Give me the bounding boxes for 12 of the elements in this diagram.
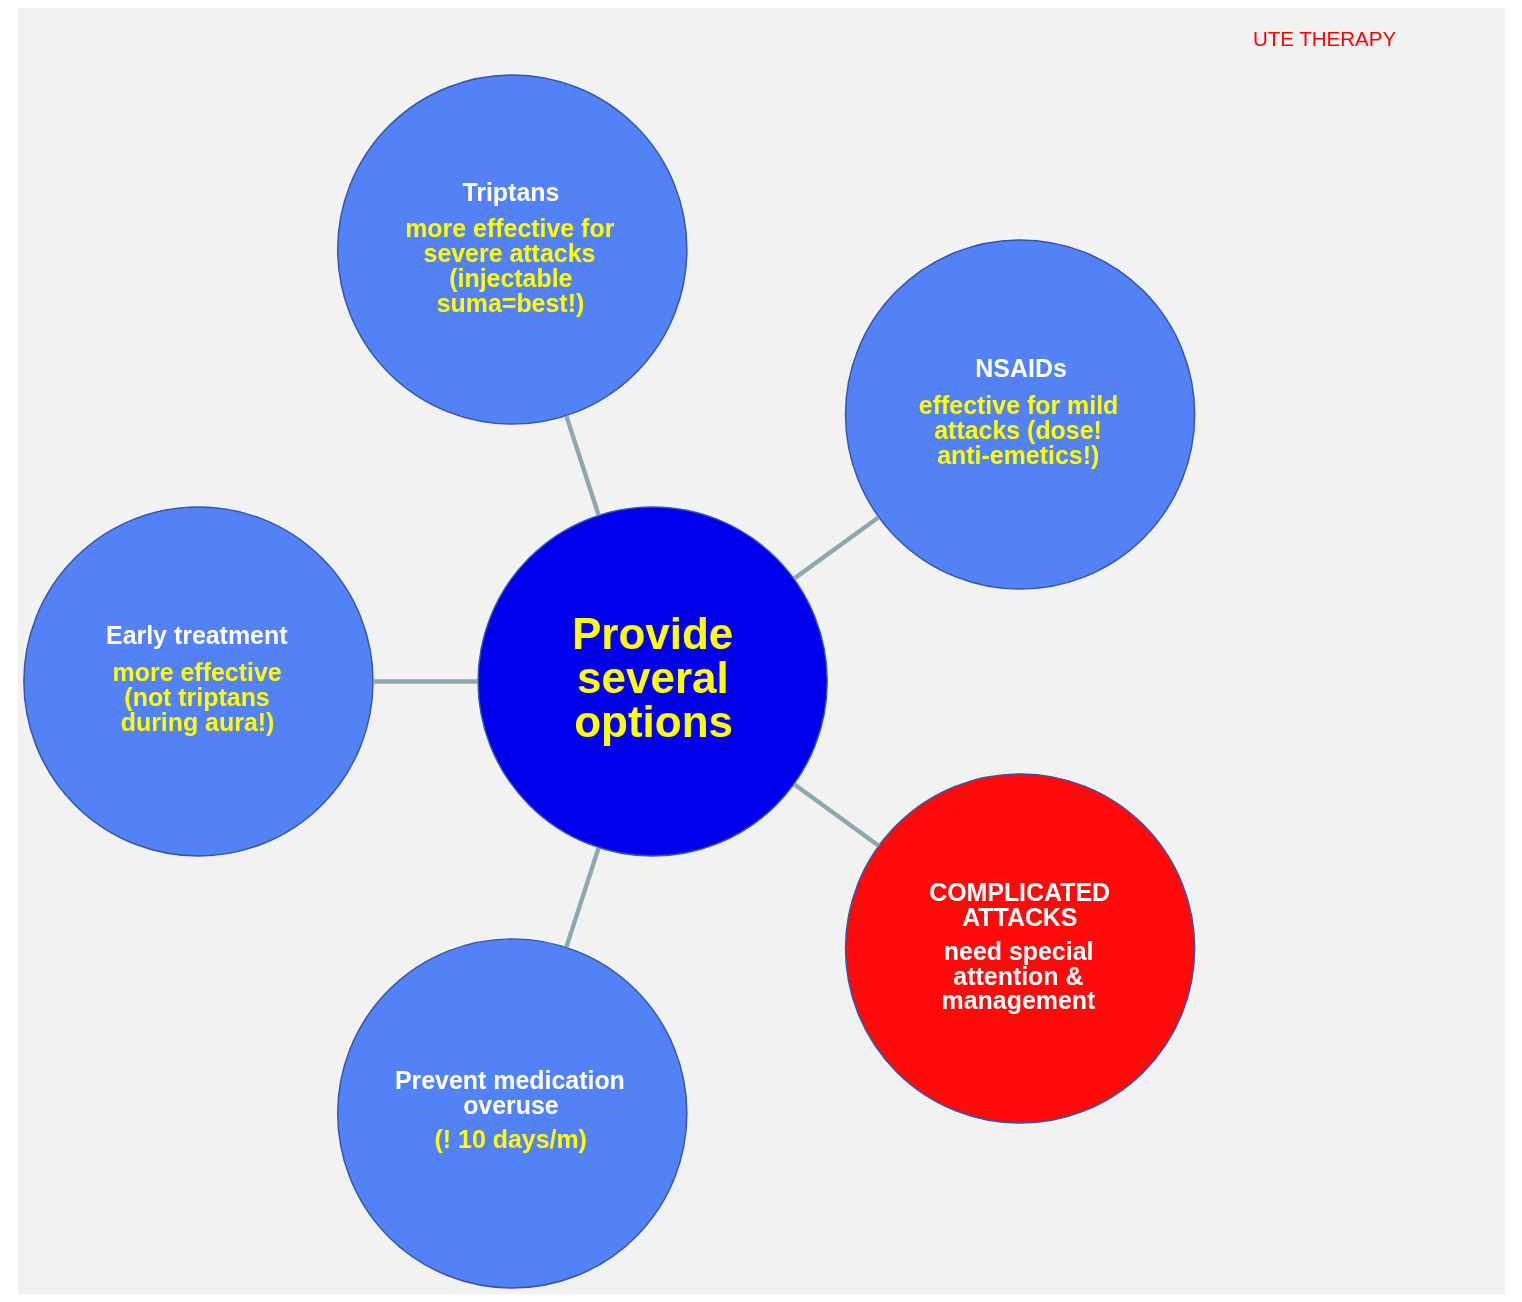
connector [563,847,601,948]
node-circle: Prevent medication overuse (! 10 days/m) [336,938,688,1289]
connector [792,515,880,581]
node-circle: Triptans more effective for severe attacks (injectable suma=best!) [336,74,688,425]
node-circle: Provide several options [476,506,828,857]
node-circle: NSAIDs effective for mild attacks (dose! anti-emetics!) [844,239,1195,590]
connector [792,782,880,848]
label: UTE THERAPY [1252,26,1396,50]
node-circle: Early treatment more effective (not triptans during aura!) [22,506,374,857]
connector [563,415,601,516]
connector [372,679,478,684]
node-circle: COMPLICATED ATTACKS need special attention & management [844,773,1195,1124]
